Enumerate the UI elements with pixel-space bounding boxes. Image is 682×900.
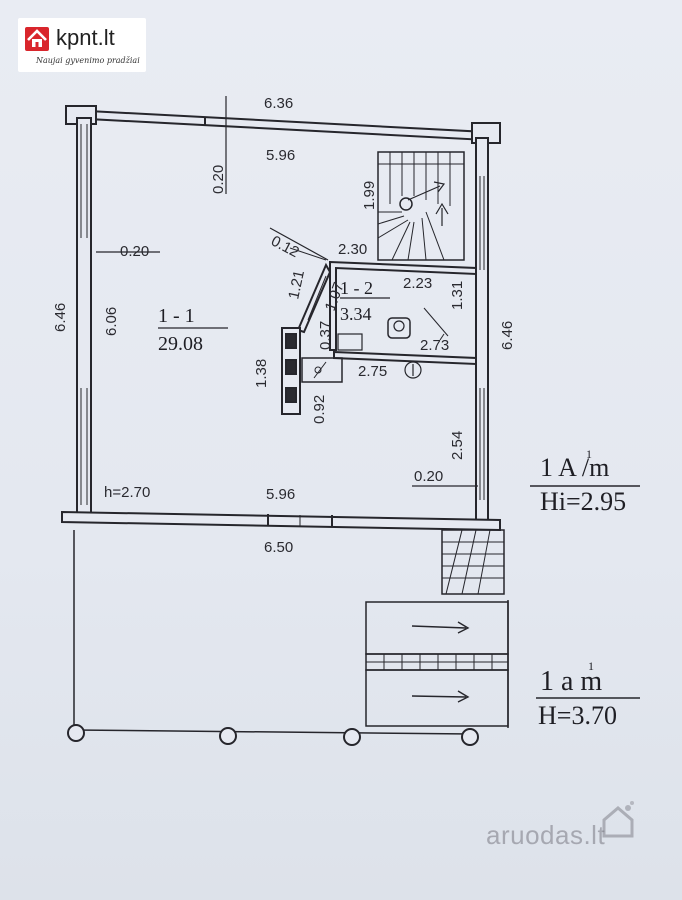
dim-bath-a: 1.21 <box>285 269 308 301</box>
left-wall <box>76 117 92 517</box>
watermark-text: aruodas.lt <box>486 820 606 850</box>
top-wall <box>69 108 487 142</box>
terrace-bottom-edge <box>73 729 473 735</box>
brand-name: kpnt.lt <box>56 25 115 50</box>
toilet <box>387 317 411 339</box>
dim-right-outer: 6.46 <box>499 321 516 350</box>
brand-tagline: Naujai gyvenimo pradžiai <box>36 56 140 65</box>
room1-area: 29.08 <box>158 333 203 355</box>
dim-diag-small: 0.12 <box>268 233 302 262</box>
dim-wall-top: 0.20 <box>210 165 227 194</box>
porch-stairs <box>441 529 505 595</box>
room-height: h=2.70 <box>104 484 150 501</box>
dim-bottom-inner: 5.96 <box>266 486 295 503</box>
dim-sink-width: 2.75 <box>358 363 387 380</box>
staircase <box>377 151 465 261</box>
dim-bath-height: 1.31 <box>449 281 466 310</box>
dim-wall-037: 0.37 <box>317 321 334 350</box>
dim-chimney: 1.38 <box>253 359 270 388</box>
bottom-wall <box>61 510 501 532</box>
dim-top-outer: 6.36 <box>264 95 293 112</box>
room2-area: 3.34 <box>340 304 372 324</box>
dim-right-lower: 2.54 <box>449 431 466 460</box>
dim-left-wall: 0.20 <box>120 243 149 260</box>
room2-id: 1 - 2 <box>340 278 373 298</box>
house-icon <box>25 27 49 51</box>
floor-a-height: Hi=2.95 <box>540 487 626 516</box>
bathroom-partition <box>329 260 477 351</box>
stair-steps <box>377 152 464 261</box>
terrace-label: 1 a m <box>540 666 602 697</box>
dim-bottom-outer: 6.50 <box>264 539 293 556</box>
ramp-upper <box>365 601 509 655</box>
dim-bath-width: 2.23 <box>403 275 432 292</box>
dim-left-outer: 6.46 <box>52 303 69 332</box>
dim-stair-height: 1.99 <box>361 181 378 210</box>
dim-left-inner: 6.06 <box>103 307 120 336</box>
ramp-lower <box>365 669 509 727</box>
dim-bath-bottom: 2.73 <box>420 337 449 354</box>
dim-stair-width: 2.30 <box>338 241 367 258</box>
arrow-lower <box>411 695 467 698</box>
dim-wall-092: 0.92 <box>311 395 328 424</box>
arrow-upper <box>411 625 467 629</box>
watermark-house-icon <box>602 801 634 838</box>
brand-logo: kpnt.lt Naujai gyvenimo pradžiai <box>18 18 146 72</box>
dim-right-wall: 0.20 <box>414 468 443 485</box>
room1-id: 1 - 1 <box>158 305 195 327</box>
terrace-sup: 1 <box>588 659 594 673</box>
floor-a-sup: 1 <box>586 447 592 461</box>
floor-a-label: 1 A /m <box>540 453 609 482</box>
dim-top-inner: 5.96 <box>266 147 295 164</box>
right-wall <box>475 137 489 527</box>
terrace-height: H=3.70 <box>538 701 617 730</box>
